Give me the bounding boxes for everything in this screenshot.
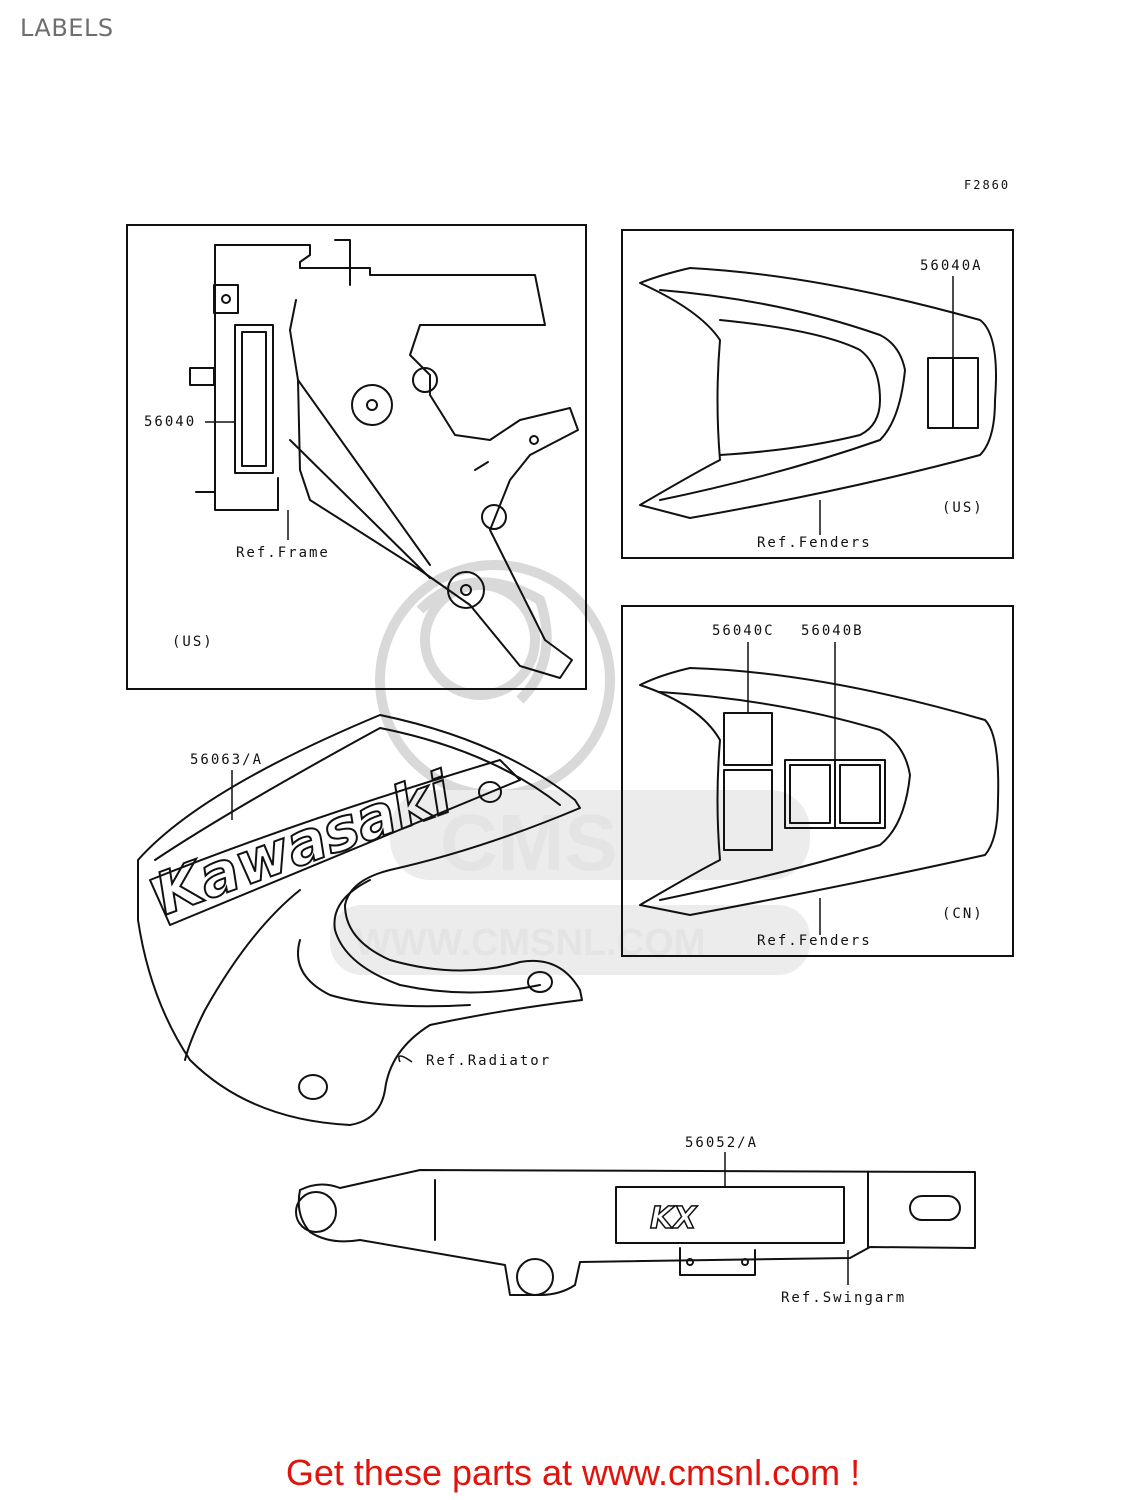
figure-code: F2860	[964, 178, 1011, 192]
rear-fender-cn-drawing	[639, 642, 1000, 935]
fender-cn-reference: Ref.Fenders	[757, 933, 872, 949]
radiator-part-number: 56063/A	[190, 752, 264, 768]
swingarm-drawing: KX	[295, 1152, 976, 1296]
fender-cn-part-number-b: 56040B	[801, 623, 864, 639]
watermark-url-text: WWW.CMSNL.COM	[355, 922, 705, 964]
frame-market: (US)	[172, 634, 214, 650]
radiator-reference: Ref.Radiator	[426, 1053, 552, 1069]
fender-us-market: (US)	[942, 500, 984, 516]
page-title: LABELS	[20, 14, 114, 42]
frame-drawing	[189, 239, 579, 679]
get-parts-link[interactable]: Get these parts at www.cmsnl.com !	[285, 1452, 861, 1493]
frame-panel-border	[126, 224, 587, 690]
swingarm-reference: Ref.Swingarm	[781, 1290, 907, 1306]
rear-fender-us-drawing	[639, 267, 997, 535]
fender-us-part-number: 56040A	[920, 258, 983, 274]
swingarm-part-number: 56052/A	[685, 1135, 759, 1151]
fender-us-panel-border	[621, 229, 1014, 559]
frame-part-number: 56040	[144, 414, 197, 430]
fender-cn-part-number-c: 56040C	[712, 623, 775, 639]
watermark-logo-text: CMS	[440, 798, 618, 887]
fender-cn-panel-border	[621, 605, 1014, 957]
fender-cn-market: (CN)	[942, 906, 984, 922]
frame-reference: Ref.Frame	[236, 545, 330, 561]
fender-us-reference: Ref.Fenders	[757, 535, 872, 551]
kx-decal-text: KX	[650, 1201, 698, 1236]
